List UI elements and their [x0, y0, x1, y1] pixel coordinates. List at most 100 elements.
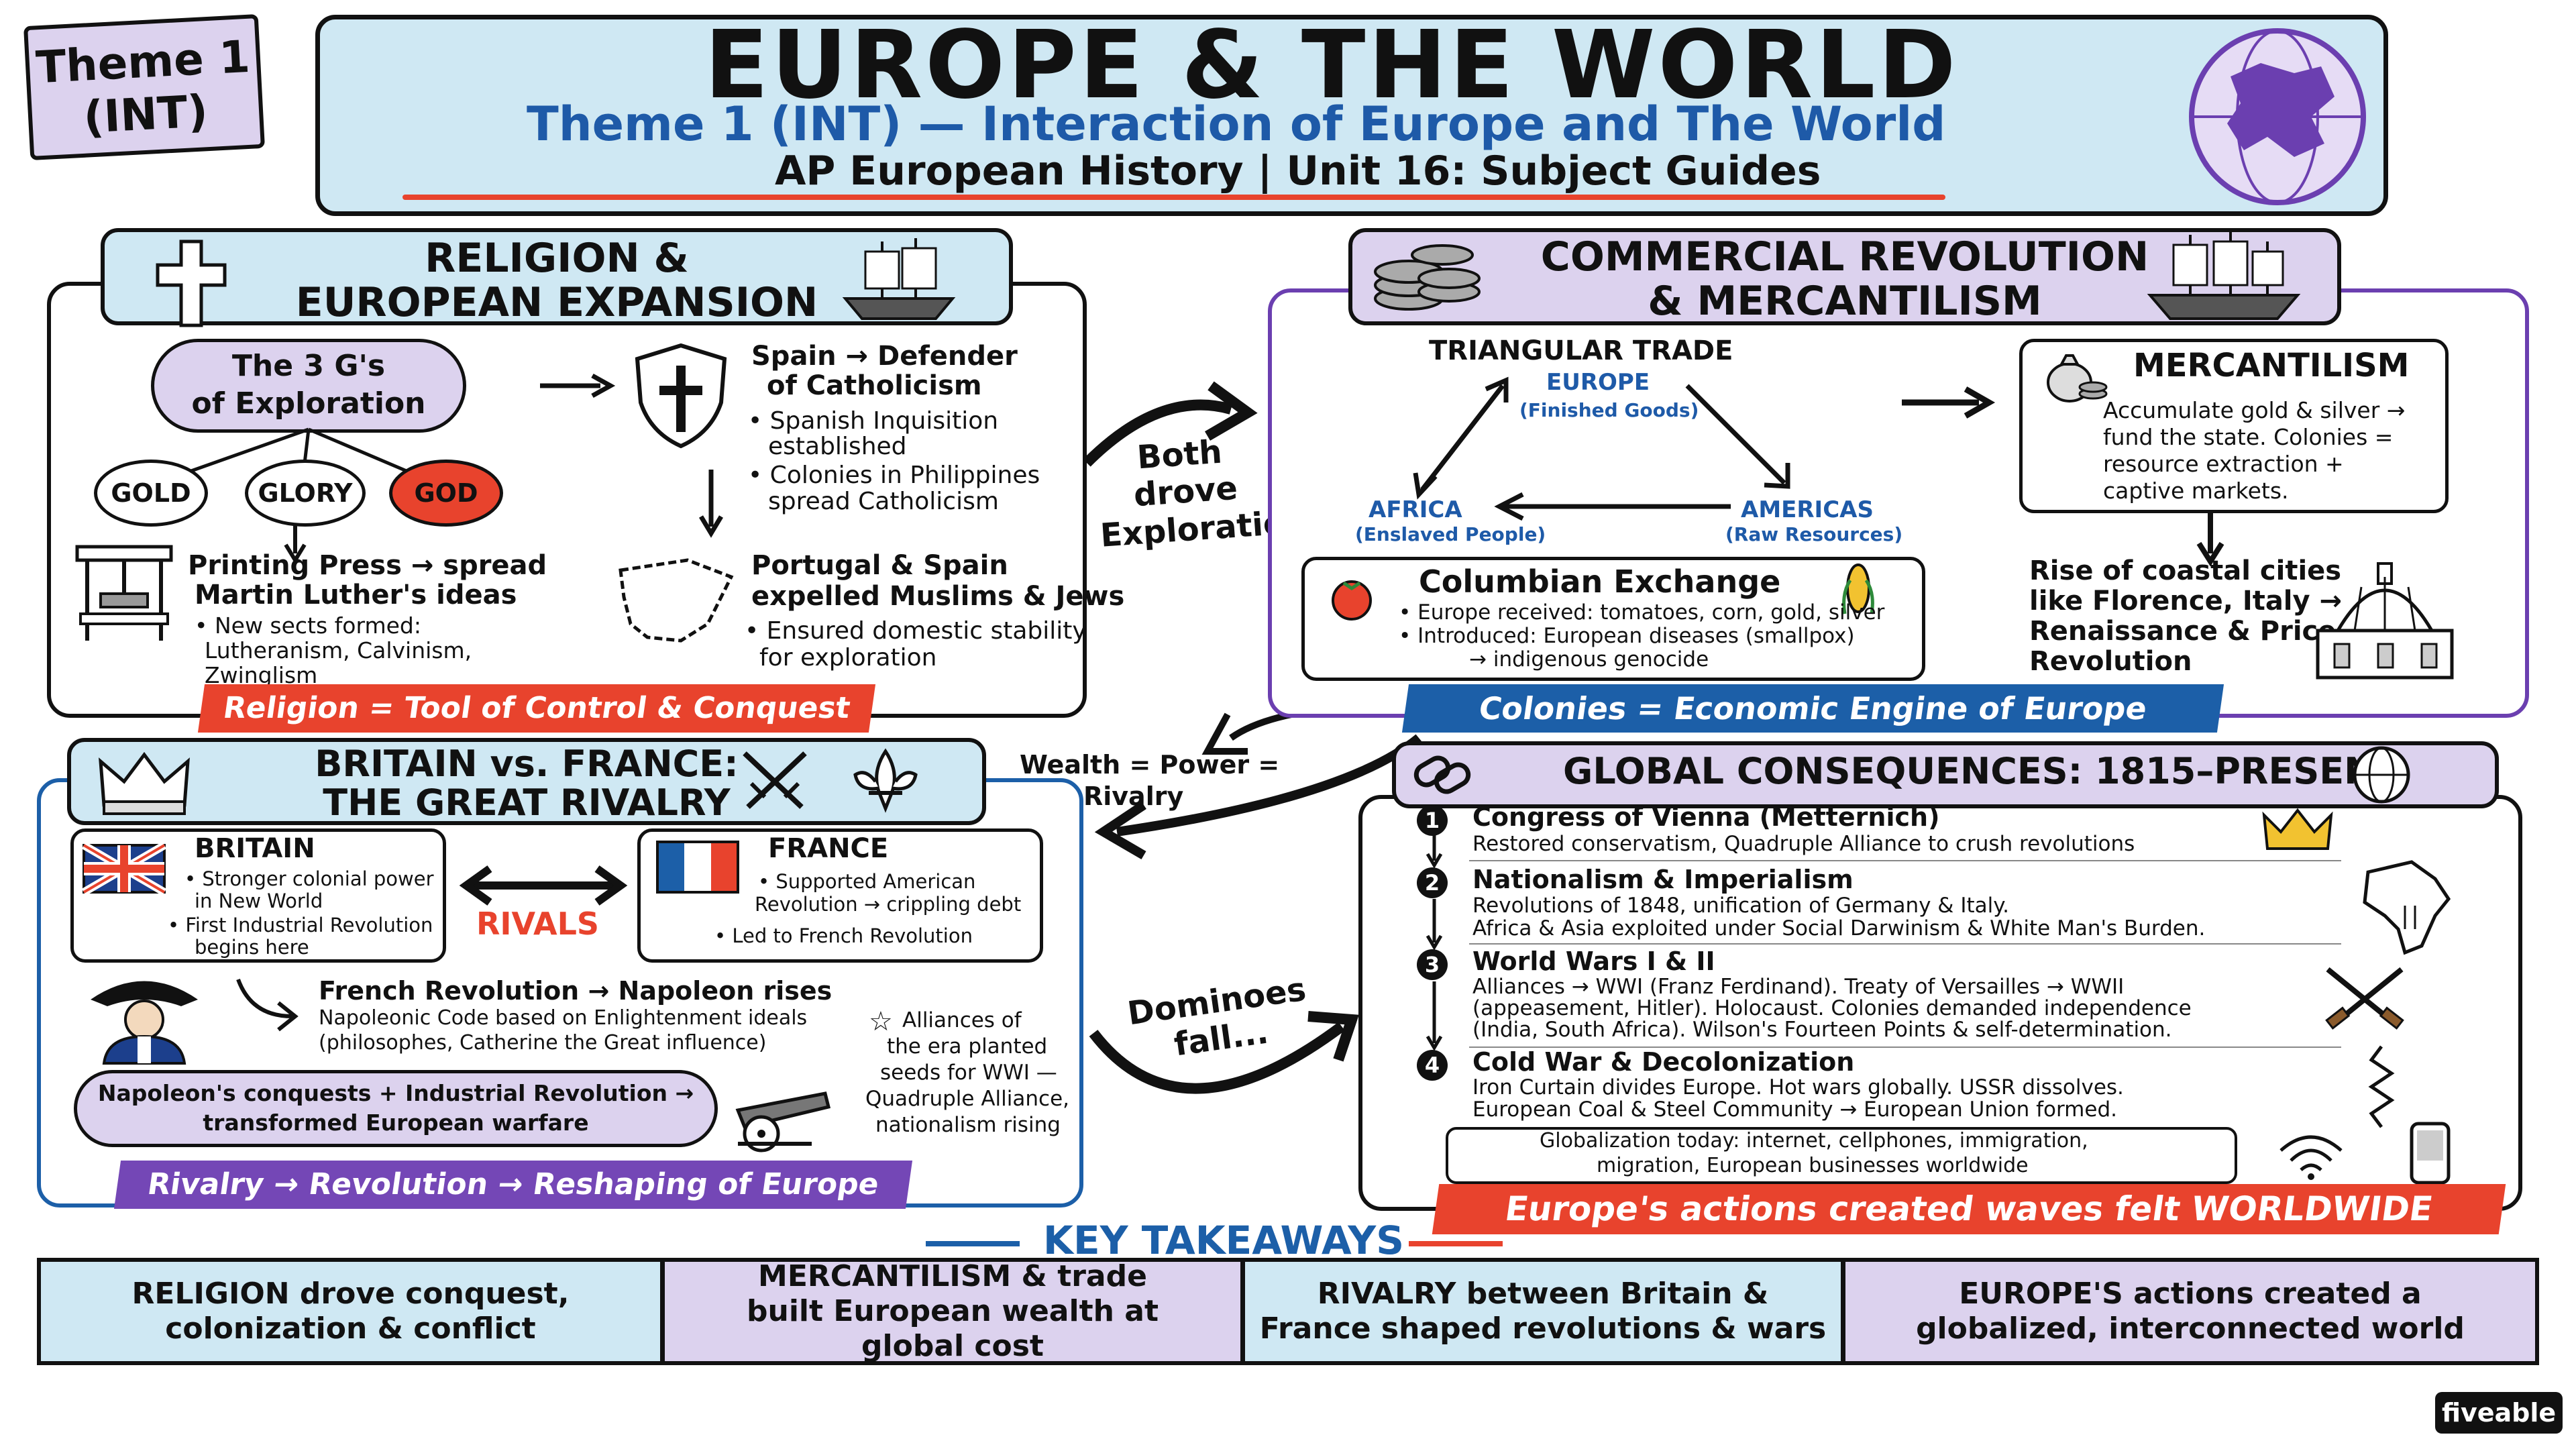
t1-line2: colonization & conflict — [165, 1311, 536, 1346]
t2-line1: MERCANTILISM & trade — [758, 1259, 1147, 1293]
course-line: AP European History | Unit 16: Subject G… — [775, 148, 1821, 195]
crown-icon — [99, 751, 190, 815]
arrow-napoleon — [236, 978, 299, 1032]
britain-b1-line1: • Stronger colonial power — [184, 867, 434, 890]
napoleon-line1: Napoleon's conquests + Industrial Revolu… — [97, 1080, 694, 1106]
arrow-gs-to-spain — [540, 373, 616, 398]
triangular-trade-title: TRIANGULAR TRADE — [1429, 335, 1733, 366]
divider-1 — [1469, 860, 2341, 861]
france-b2: • Led to French Revolution — [714, 924, 973, 947]
t3-line1: RIVALRY between Britain & — [1317, 1277, 1769, 1311]
takeaways-line-left — [926, 1241, 1020, 1246]
frev-line2: Napoleonic Code based on Enlightenment i… — [319, 1006, 808, 1030]
exchange-b2: • Introduced: European diseases (smallpo… — [1399, 624, 1855, 648]
takeaways-line-right — [1409, 1241, 1503, 1246]
item-number-3: 3 — [1417, 949, 1448, 980]
portugal-b1-line2: for exploration — [759, 644, 937, 672]
three-gs-cloud: The 3 G's of Exploration — [151, 339, 466, 433]
americas-node: AMERICAS — [1741, 496, 1874, 523]
triangle-arrows — [1413, 376, 1790, 521]
press-b1-line2: Lutheranism, Calvinism, — [205, 637, 472, 663]
cannon-icon — [735, 1091, 831, 1152]
arrow-god-to-press — [284, 523, 307, 564]
item-number-2: 2 — [1417, 867, 1448, 898]
spain-line2: of Catholicism — [767, 370, 982, 401]
god-circle: GOD — [389, 460, 503, 527]
frev-line1: French Revolution → Napoleon rises — [319, 976, 833, 1006]
galleon-icon — [2147, 231, 2301, 320]
rivalry-title-line1: BRITAIN vs. FRANCE: — [315, 743, 739, 785]
napoleon-cloud: Napoleon's conquests + Industrial Revolu… — [74, 1070, 718, 1147]
spain-b2-line2: spread Catholicism — [768, 488, 999, 515]
arrow-merc-down — [2196, 513, 2224, 567]
spain-b1-line2: established — [768, 433, 907, 460]
religion-banner: Religion = Tool of Control & Conquest — [197, 684, 876, 733]
napoleon-line2: transformed European warfare — [203, 1110, 589, 1136]
merc-line3: resource extraction + — [2103, 451, 2344, 477]
tomato-icon — [1332, 580, 1372, 621]
coins-icon — [1374, 244, 1481, 311]
rivalry-tab: BRITAIN vs. FRANCE: THE GREAT RIVALRY — [67, 738, 986, 825]
cellphone-icon — [2410, 1122, 2451, 1185]
arrow-to-mercantilism — [1902, 386, 1996, 419]
coastal-line3: Renaissance & Price — [2029, 616, 2337, 647]
t2-line2: built European wealth at — [747, 1294, 1159, 1328]
item-2-head: Nationalism & Imperialism — [1472, 865, 1854, 894]
globalization-box — [1446, 1127, 2237, 1184]
glob-line1: Globalization today: internet, cellphone… — [1540, 1129, 2088, 1152]
britain-b2-line1: • First Industrial Revolution — [168, 914, 433, 936]
alliances-line1: Alliances of — [902, 1008, 1022, 1032]
iron-curtain-zigzag-icon — [2368, 1045, 2395, 1128]
shield-icon — [635, 343, 727, 449]
small-crown-icon — [2262, 808, 2333, 850]
crossed-swords-icon — [743, 751, 807, 809]
merc-line1: Accumulate gold & silver → — [2103, 397, 2406, 423]
glory-circle: GLORY — [245, 460, 366, 527]
religion-title-line2: EUROPEAN EXPANSION — [295, 279, 818, 326]
rivalry-banner: Rivalry → Revolution → Reshaping of Euro… — [113, 1161, 913, 1209]
coastal-line1: Rise of coastal cities — [2029, 555, 2342, 586]
global-tab — [1392, 741, 2499, 808]
both-line1: Both — [1136, 433, 1224, 477]
global-title: GLOBAL CONSEQUENCES: 1815–PRESENT — [1563, 750, 2400, 792]
item-3-l3: (India, South Africa). Wilson's Fourteen… — [1472, 1018, 2172, 1042]
item-1-head: Congress of Vienna (Metternich) — [1472, 802, 1940, 832]
britain-b1-line2: in New World — [195, 890, 323, 912]
france-b1-line1: • Supported American — [758, 870, 976, 893]
t3-line2: France shaped revolutions & wars — [1259, 1311, 1827, 1346]
alliances-line5: nationalism rising — [875, 1113, 1061, 1137]
printing-press-icon — [75, 545, 173, 641]
exchange-title: Columbian Exchange — [1419, 564, 1781, 600]
spain-line1: Spain → Defender — [751, 341, 1018, 372]
wealth-line2: Rivalry — [1083, 782, 1184, 811]
t2-line3: global cost — [861, 1329, 1044, 1363]
exchange-b3: → indigenous genocide — [1469, 647, 1709, 672]
florence-dome-icon — [2316, 562, 2454, 680]
coastal-line2: like Florence, Italy → — [2029, 586, 2343, 616]
item-number-1: 1 — [1417, 805, 1448, 836]
religion-title-line1: RELIGION & — [425, 235, 689, 282]
napoleon-portrait — [91, 981, 198, 1065]
takeaway-3: RIVALRY between Britain & France shaped … — [1241, 1258, 1845, 1365]
americas-sub: (Raw Resources) — [1725, 523, 1903, 545]
press-b1-line3: Zwinglism — [205, 662, 318, 688]
spain-b1-line1: • Spanish Inquisition — [748, 407, 999, 435]
africa-node: AFRICA — [1368, 496, 1462, 523]
frev-line3: (philosophes, Catherine the Great influe… — [319, 1031, 767, 1055]
glob-line2: migration, European businesses worldwide — [1597, 1154, 2029, 1177]
item-1-l1: Restored conservatism, Quadruple Allianc… — [1472, 832, 2135, 856]
divider-3 — [1469, 1046, 2341, 1048]
page-subtitle: Theme 1 (INT) — Interaction of Europe an… — [527, 97, 1946, 152]
item-4-l2: European Coal & Steel Community → Europe… — [1472, 1097, 2117, 1122]
france-b1-line2: Revolution → crippling debt — [755, 893, 1022, 916]
commercial-banner: Colonies = Economic Engine of Europe — [1401, 684, 2224, 733]
globe-icon — [2189, 28, 2366, 205]
item-4-head: Cold War & Decolonization — [1472, 1047, 1855, 1077]
item-2-l1: Revolutions of 1848, unification of Germ… — [1472, 894, 2010, 918]
merc-line4: captive markets. — [2103, 478, 2289, 504]
arrow-religion-to-commercial — [1083, 381, 1258, 467]
press-line1: Printing Press → spread — [188, 550, 547, 581]
chain-link-icon — [1413, 755, 1471, 794]
item-3-l2: (appeasement, Hitler). Holocaust. Coloni… — [1472, 996, 2192, 1020]
item-3-head: World Wars I & II — [1472, 947, 1715, 976]
